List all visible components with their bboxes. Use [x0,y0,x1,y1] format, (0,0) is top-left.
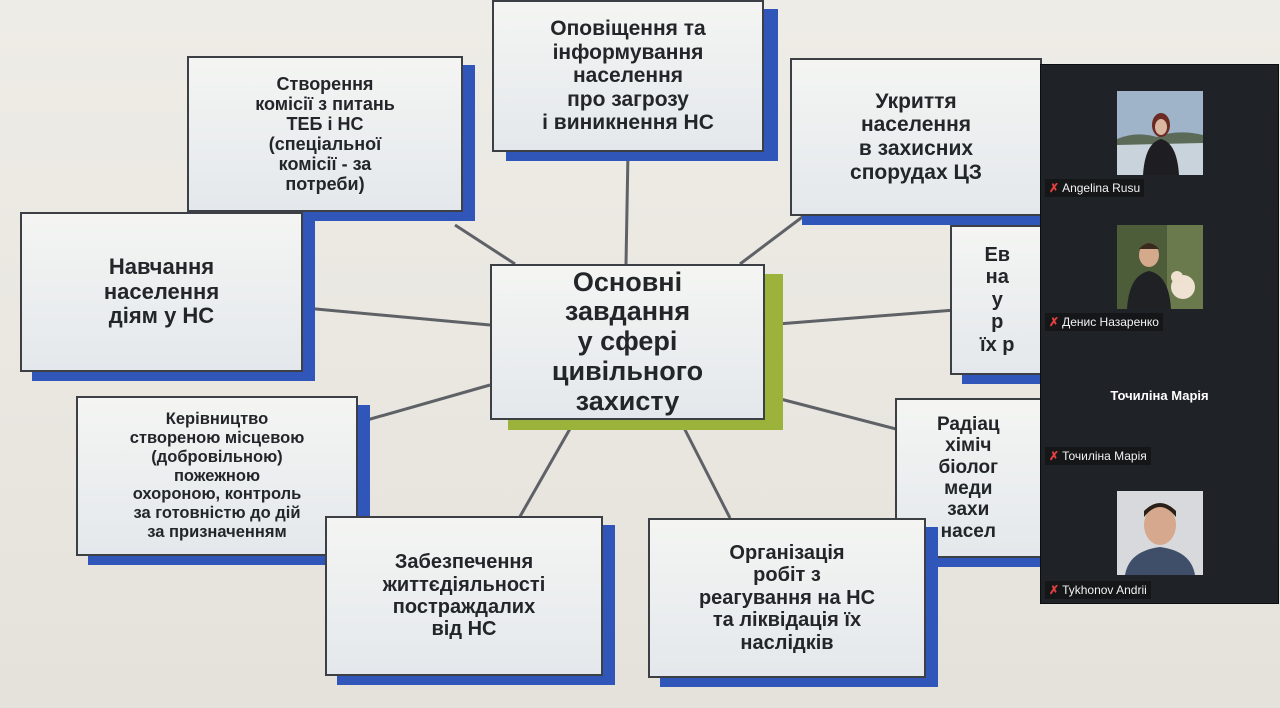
box-response-text: Організація робіт з реагування на НС та … [698,542,876,654]
participant-name: Денис Назаренко [1062,315,1159,329]
box-commission: Створення комісії з питань ТЕБ і НС (спе… [187,56,463,212]
mic-off-icon: ✗ [1049,449,1060,463]
mic-off-icon: ✗ [1049,181,1060,195]
box-radiation-text: Радіац хіміч біолог меди захи насел [937,414,1000,542]
participant-name: Angelina Rusu [1062,181,1141,195]
participant-center-label: Точиліна Марія [1110,388,1209,403]
participant-tile-tochylina[interactable]: Точиліна Марія ✗ Точиліна Марія [1041,333,1278,467]
participant-name-tag: ✗ Точиліна Марія [1045,447,1151,465]
participant-video [1117,225,1203,309]
box-center-title: Основні завдання у сфері цивільного захи… [490,264,765,420]
center-title-text: Основні завдання у сфері цивільного захи… [551,266,704,416]
participant-name: Tykhonov Andrii [1062,583,1147,597]
box-response: Організація робіт з реагування на НС та … [648,518,926,678]
box-training-text: Навчання населення діям у НС [103,254,220,329]
box-fire-guard-text: Керівництво створеною місцевою (добровіл… [129,410,305,541]
box-shelter: Укриття населення в захисних спорудах ЦЗ [790,58,1042,216]
box-life-support: Забезпечення життєдіяльності постраждали… [325,516,603,676]
participant-tile-tykhonov[interactable]: ✗ Tykhonov Andrii [1041,467,1278,601]
box-evacuation-text: Ев на у р їх р [980,244,1015,356]
mic-off-icon: ✗ [1049,583,1060,597]
participant-name: Точиліна Марія [1062,449,1147,463]
participants-panel[interactable]: ✗ Angelina Rusu ✗ Денис Назаренко Точилі… [1040,64,1279,604]
box-notification-text: Оповіщення та інформування населення про… [542,17,714,135]
participant-video [1117,91,1203,175]
box-life-support-text: Забезпечення життєдіяльності постраждали… [382,551,546,641]
box-shelter-text: Укриття населення в захисних спорудах ЦЗ [850,89,982,184]
participant-tile-angelina[interactable]: ✗ Angelina Rusu [1041,65,1278,199]
participant-name-tag: ✗ Angelina Rusu [1045,179,1145,197]
participant-video [1117,491,1203,575]
participant-name-tag: ✗ Денис Назаренко [1045,313,1163,331]
box-commission-text: Створення комісії з питань ТЕБ і НС (спе… [255,73,395,195]
box-fire-guard: Керівництво створеною місцевою (добровіл… [76,396,358,556]
box-notification: Оповіщення та інформування населення про… [492,0,764,152]
participant-name-tag: ✗ Tykhonov Andrii [1045,581,1151,599]
box-training: Навчання населення діям у НС [20,212,303,372]
mic-off-icon: ✗ [1049,315,1060,329]
participant-tile-denys[interactable]: ✗ Денис Назаренко [1041,199,1278,333]
